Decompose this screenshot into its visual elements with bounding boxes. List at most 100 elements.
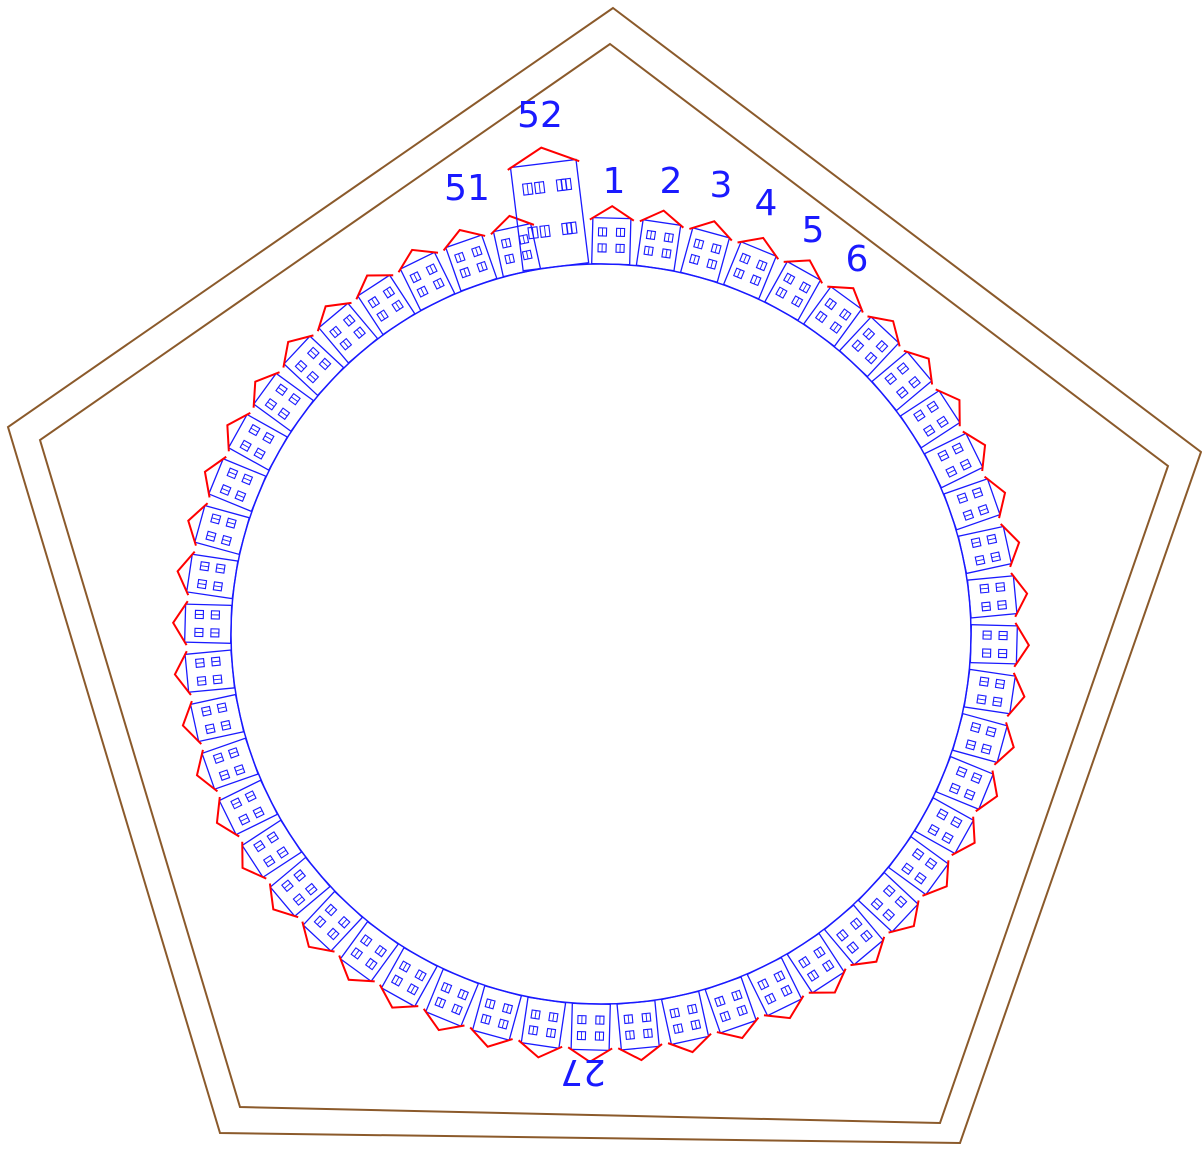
window-mullion: [430, 266, 434, 273]
window-mullion: [485, 1015, 487, 1023]
window-mullion: [198, 681, 206, 682]
house-body: [191, 695, 244, 742]
window-mullion: [677, 1025, 679, 1033]
house-roof: [309, 292, 352, 331]
window-mullion: [296, 897, 302, 902]
window-mullion: [206, 728, 214, 730]
house-31: [373, 946, 440, 1018]
window-mullion: [939, 812, 946, 816]
window-mullion: [737, 270, 740, 277]
house-13: [967, 572, 1029, 621]
window-mullion: [840, 932, 845, 938]
house-label-6: 6: [846, 239, 869, 280]
window-mullion: [795, 298, 799, 305]
house-3: [678, 215, 736, 283]
window-mullion: [364, 937, 369, 943]
window-mullion: [215, 757, 223, 760]
window-mullion: [526, 251, 528, 259]
house-label-51: 51: [444, 168, 490, 209]
window-mullion: [886, 888, 892, 893]
house-roof: [904, 342, 943, 385]
window-mullion: [898, 899, 904, 904]
window-mullion: [966, 793, 973, 796]
house-body: [747, 958, 801, 1016]
window-mullion: [265, 436, 272, 440]
window-mullion: [550, 1029, 551, 1037]
window-mullion: [214, 586, 222, 587]
window-mullion: [833, 324, 838, 330]
house-5: [762, 250, 829, 322]
house-52: [506, 143, 592, 271]
house-roof: [994, 722, 1019, 768]
window-mullion: [976, 559, 984, 561]
window-mullion: [369, 961, 374, 967]
window-mullion: [899, 390, 905, 395]
house-body: [858, 873, 918, 932]
house-35: [231, 818, 304, 887]
window-mullion: [953, 820, 960, 824]
house-body: [636, 220, 680, 271]
house-22: [785, 932, 854, 1005]
window-mullion: [221, 774, 229, 777]
window-mullion: [802, 959, 806, 966]
window-mullion: [506, 1005, 508, 1013]
window-mullion: [886, 912, 892, 917]
window-mullion: [698, 240, 700, 248]
window-mullion: [256, 452, 263, 456]
window-mullion: [695, 1021, 697, 1029]
window-mullion: [284, 883, 290, 888]
house-roof: [640, 207, 686, 227]
window-mullion: [785, 987, 789, 994]
window-mullion: [414, 274, 418, 281]
house-roof: [197, 451, 227, 497]
house-label-27: 27: [560, 1051, 606, 1092]
window-mullion: [967, 744, 975, 746]
window-mullion: [982, 748, 990, 750]
window-mullion: [811, 972, 815, 979]
window-mullion: [866, 331, 871, 337]
window-mullion: [958, 770, 965, 773]
window-mullion: [481, 263, 484, 271]
house-body: [970, 625, 1017, 664]
house-23: [745, 956, 810, 1027]
window-mullion: [711, 260, 713, 268]
window-mullion: [328, 907, 333, 913]
window-mullion: [762, 981, 766, 988]
window-mullion: [888, 376, 894, 381]
house-48: [349, 264, 418, 337]
house-roof: [1001, 521, 1024, 567]
window-mullion: [940, 454, 947, 458]
house-label-5: 5: [802, 210, 825, 251]
window-mullion: [317, 919, 322, 925]
window-mullion: [904, 866, 910, 871]
window-mullion: [648, 247, 649, 255]
window-mullion: [996, 683, 1004, 684]
window-mullion: [539, 182, 540, 193]
window-mullion: [668, 234, 669, 242]
house-roof: [231, 842, 267, 887]
window-mullion: [241, 818, 248, 822]
window-mullion: [343, 341, 348, 347]
house-body: [219, 780, 277, 834]
window-mullion: [900, 366, 906, 371]
house-body: [968, 576, 1017, 618]
window-mullion: [715, 245, 717, 253]
window-mullion: [803, 284, 807, 291]
window-mullion: [527, 184, 528, 195]
window-mullion: [630, 1031, 631, 1039]
window-mullion: [974, 492, 982, 495]
house-roof: [738, 230, 784, 260]
house-roof: [259, 883, 298, 926]
window-mullion: [380, 312, 384, 319]
window-mullion: [278, 387, 284, 392]
window-mullion: [754, 277, 757, 284]
house-roof: [217, 406, 251, 451]
window-mullion: [266, 859, 273, 863]
window-mullion: [826, 962, 830, 969]
window-mullion: [489, 1000, 491, 1008]
house-body: [705, 977, 756, 1033]
window-mullion: [333, 329, 338, 335]
window-mullion: [247, 795, 254, 799]
house-25: [659, 991, 714, 1057]
window-mullion: [760, 262, 763, 269]
